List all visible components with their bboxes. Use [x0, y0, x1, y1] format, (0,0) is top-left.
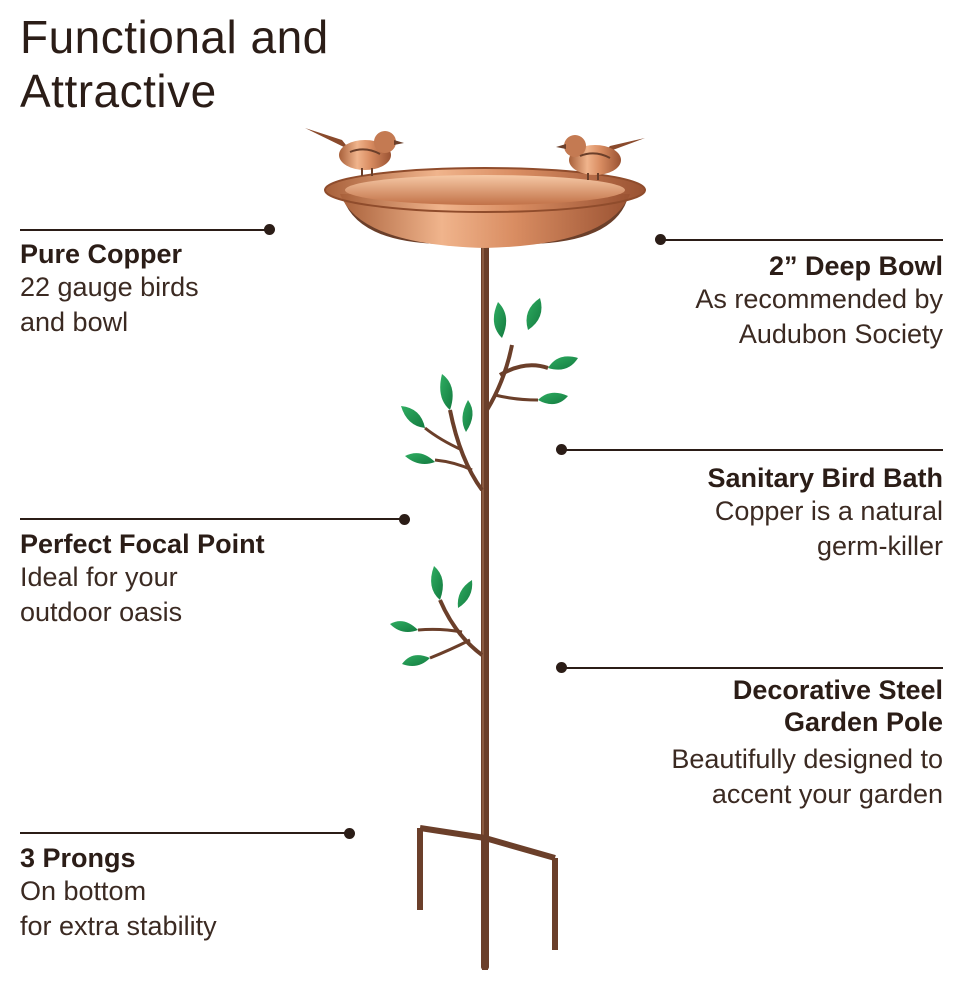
callout-description: Copper is a natural germ-killer — [714, 496, 943, 561]
leaf-icon — [401, 406, 425, 428]
leaf-icon — [457, 580, 473, 608]
callout-description: On bottom for extra stability — [20, 876, 217, 941]
garden-pole-leader-line — [561, 667, 943, 669]
leaf-icon — [402, 655, 430, 666]
three-prongs-base — [417, 825, 558, 970]
leaf-icon — [493, 302, 507, 338]
callout-heading: Pure Copper — [20, 239, 183, 269]
page-title: Functional and Attractive — [20, 10, 329, 118]
callout-deep-bowl: 2” Deep Bowl As recommended by Audubon S… — [695, 250, 943, 352]
callout-sanitary-bird-bath: Sanitary Bird Bath Copper is a natural g… — [707, 462, 943, 564]
callout-heading: 2” Deep Bowl — [768, 251, 943, 281]
bird-bath-illustration — [305, 128, 646, 970]
focal-point-leader-dot — [399, 514, 410, 525]
leaf-icon — [548, 356, 578, 370]
callout-heading: Perfect Focal Point — [20, 529, 265, 559]
branch-lower-left — [390, 566, 484, 666]
callout-prongs: 3 Prongs On bottom for extra stability — [20, 842, 217, 944]
leaf-icon — [440, 374, 453, 410]
prongs-leader-line — [20, 832, 350, 834]
branch-upper-right — [485, 298, 578, 412]
pure-copper-leader-dot — [264, 224, 275, 235]
deep-bowl-leader-line — [660, 239, 943, 241]
callout-description: Beautifully designed to accent your gard… — [671, 744, 943, 809]
leaf-icon — [526, 298, 542, 330]
leaf-icon — [405, 453, 435, 464]
callout-description: As recommended by Audubon Society — [695, 284, 943, 349]
callout-perfect-focal-point: Perfect Focal Point Ideal for your outdo… — [20, 528, 265, 630]
callout-pure-copper: Pure Copper 22 gauge birds and bowl — [20, 238, 199, 340]
callout-description: 22 gauge birds and bowl — [20, 272, 199, 337]
focal-point-leader-line — [20, 518, 405, 520]
title-line-2: Attractive — [20, 65, 217, 117]
leaf-icon — [538, 392, 568, 405]
copper-bowl — [324, 167, 646, 248]
callout-heading: Decorative Steel Garden Pole — [732, 675, 943, 737]
leaf-icon — [431, 566, 443, 600]
callout-heading: Sanitary Bird Bath — [707, 463, 943, 493]
title-line-1: Functional and — [20, 11, 329, 63]
sanitary-leader-line — [561, 449, 943, 451]
prongs-leader-dot — [344, 828, 355, 839]
copper-bird-right — [556, 135, 645, 180]
pure-copper-leader-line — [20, 229, 270, 231]
copper-bird-left — [305, 128, 404, 176]
callout-description: Ideal for your outdoor oasis — [20, 562, 183, 627]
leaf-icon — [462, 400, 473, 432]
branch-middle-left — [401, 374, 484, 492]
callout-heading: 3 Prongs — [20, 843, 136, 873]
callout-garden-pole: Decorative Steel Garden Pole Beautifully… — [671, 674, 943, 812]
leaf-icon — [390, 621, 418, 632]
